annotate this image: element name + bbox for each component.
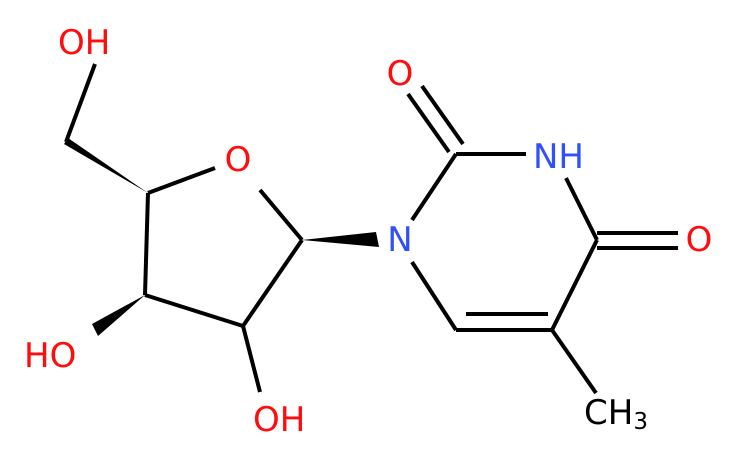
atom-o-carbonyl-top: O — [387, 54, 414, 94]
bond-ch2-oh — [64, 63, 97, 143]
wedge-c1-n1 — [302, 232, 379, 247]
bond-c4-c5 — [550, 239, 599, 331]
atom-n1: N — [387, 220, 412, 260]
bond-o4-c1 — [258, 188, 304, 242]
wedge-c4-ch2 — [64, 138, 148, 193]
atom-nh: NH — [533, 137, 584, 177]
atom-ch3-subscript: 3 — [633, 409, 648, 435]
atom-ch3: CH3 — [584, 393, 648, 435]
atom-o-carbonyl-right: O — [686, 220, 713, 260]
bond-c2-o-a — [406, 92, 451, 154]
bond-n3-c4 — [564, 177, 599, 241]
bond-c5-ch3 — [550, 328, 598, 395]
bond-c1-c2 — [241, 238, 304, 328]
bond-c4-o4 — [147, 166, 216, 195]
bond-c6-n1 — [410, 260, 458, 332]
bond-c2-oh — [241, 325, 262, 393]
wedge-c3-oh — [92, 295, 145, 336]
atom-oh-top: OH — [58, 23, 110, 63]
atom-ho-left: HO — [24, 336, 76, 376]
atom-o-ring: O — [225, 140, 252, 180]
bond-c2-c3 — [144, 293, 244, 328]
bond-n1-c2 — [410, 152, 458, 222]
atom-oh-bottom: OH — [253, 400, 305, 440]
bond-c3-c4 — [143, 192, 150, 296]
bond-c2-o-b — [420, 84, 465, 146]
atom-ch3-main: CH — [584, 393, 633, 433]
